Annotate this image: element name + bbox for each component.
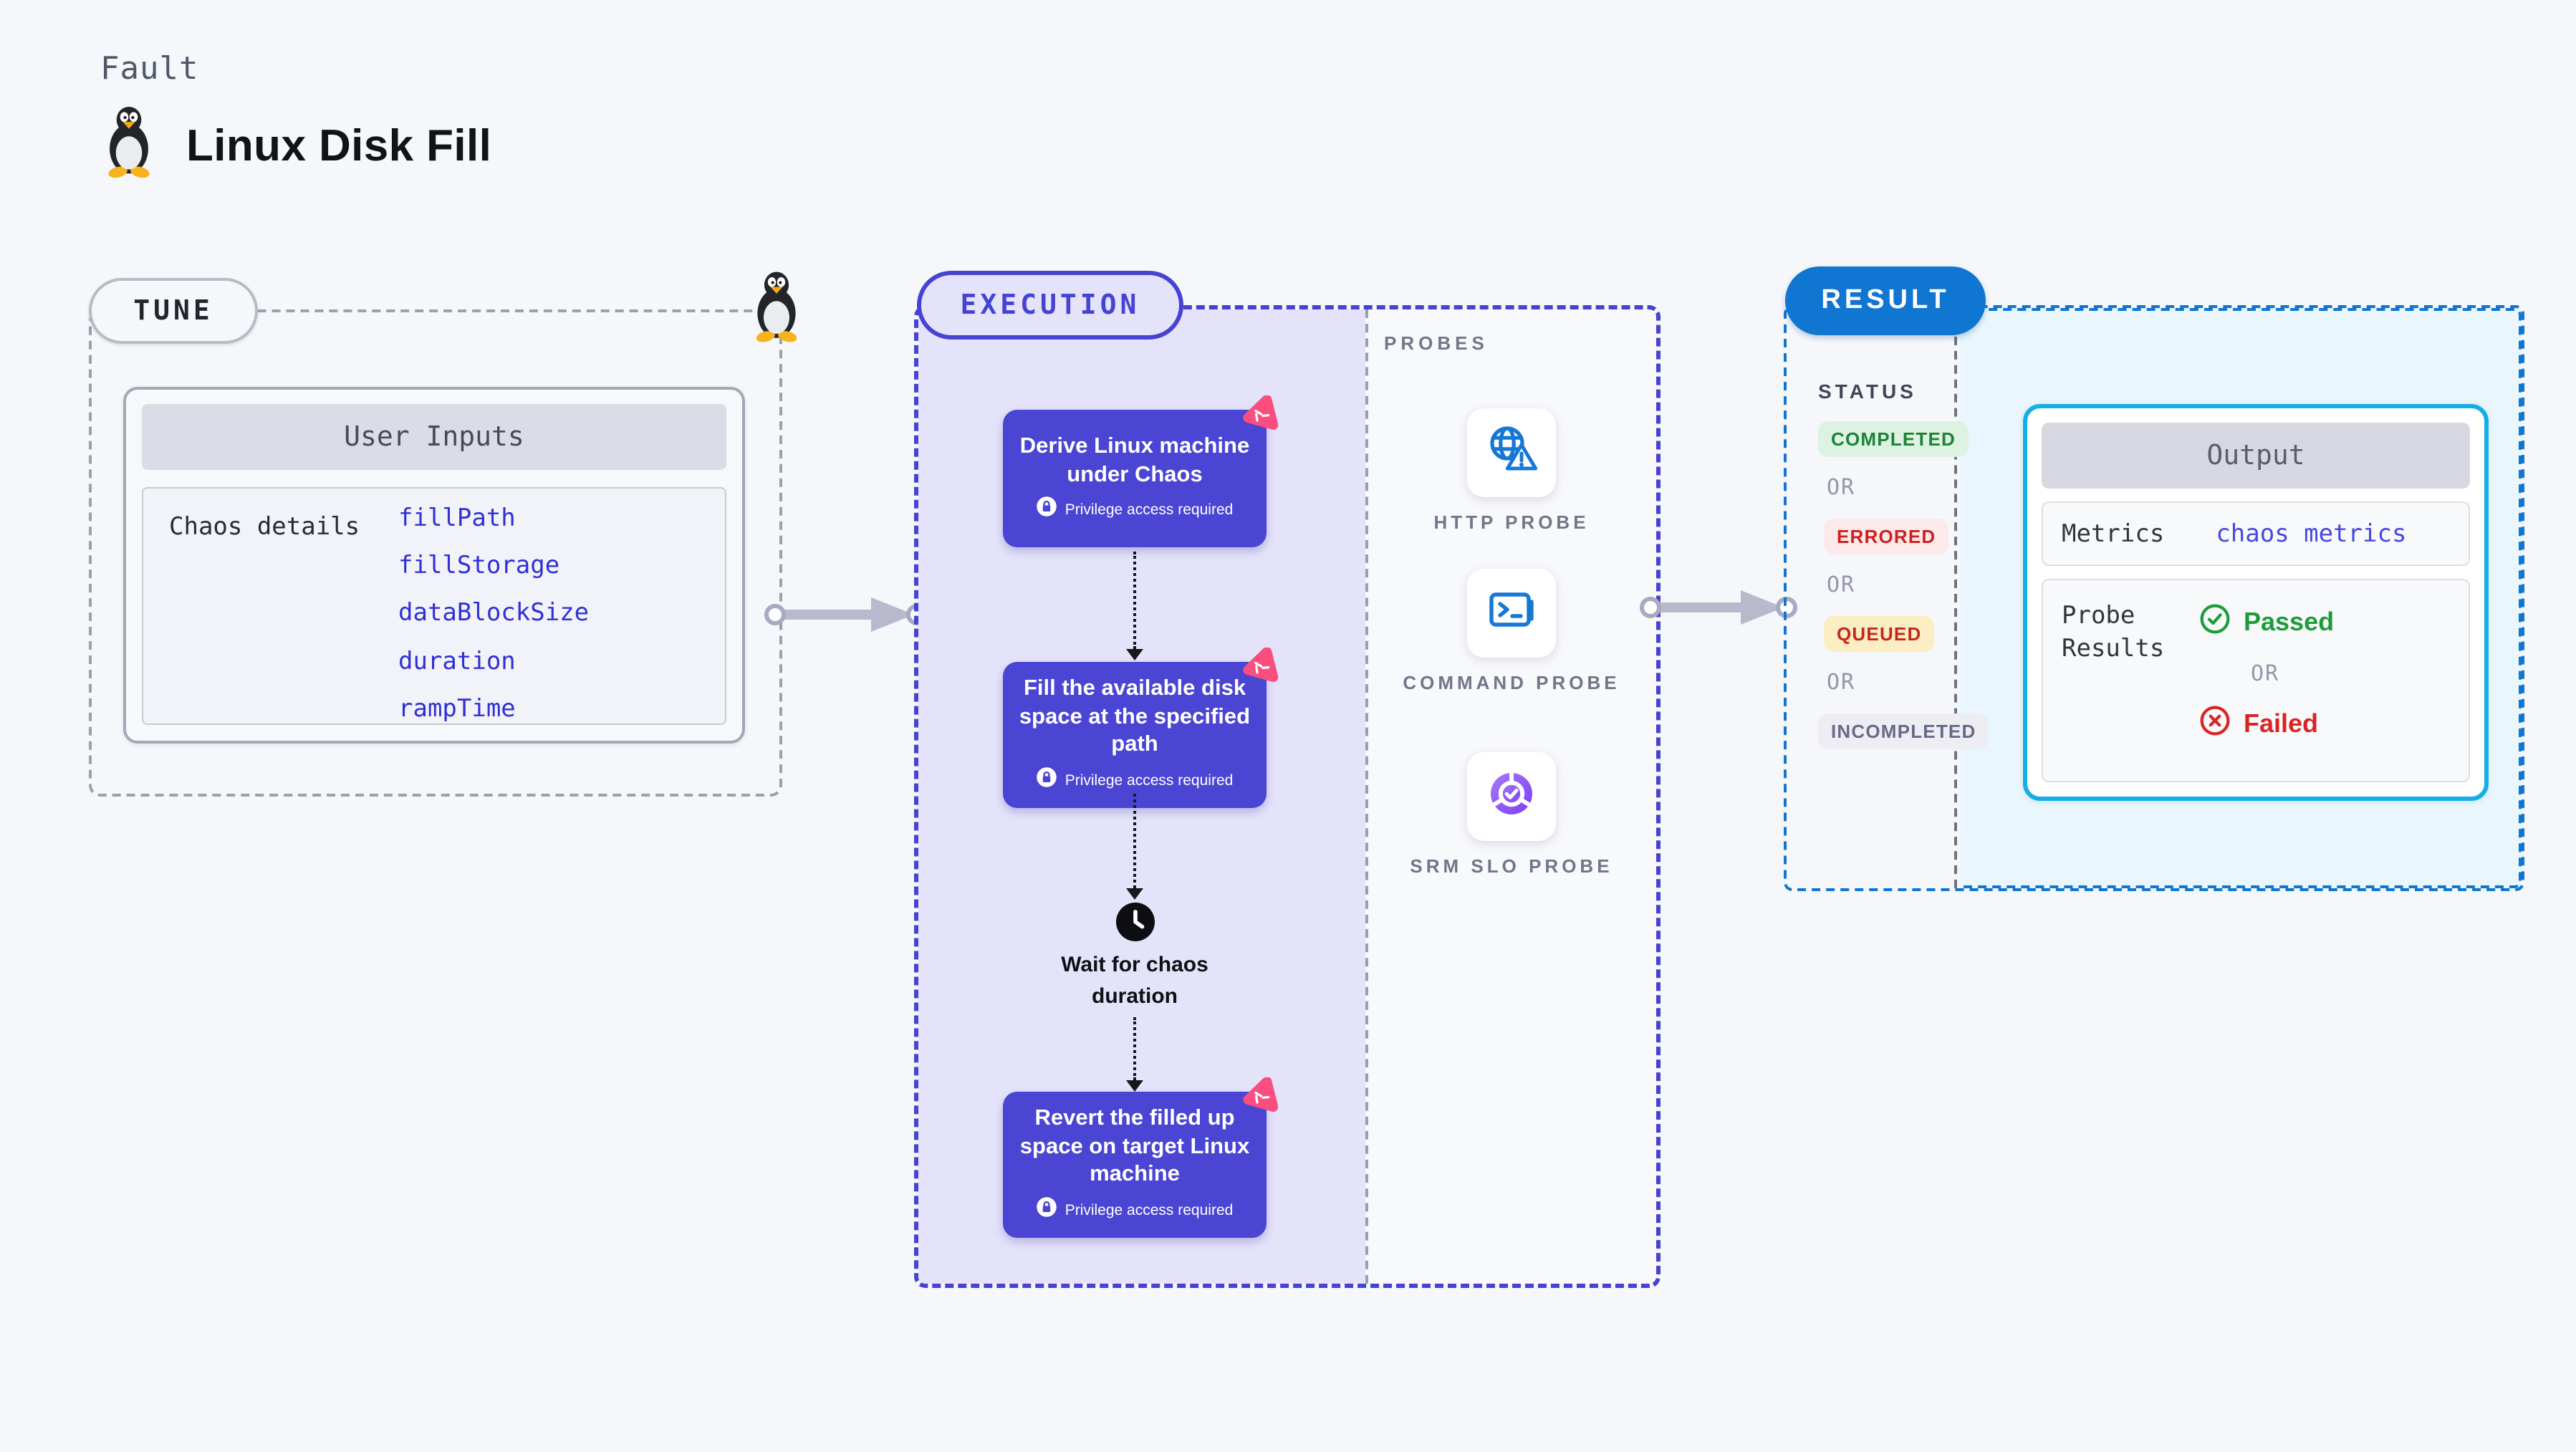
connector-line [1133,552,1136,649]
lock-icon [1037,766,1058,795]
output-header: Output [2042,423,2470,489]
status-column: STATUS COMPLETED OR ERRORED OR QUEUED OR… [1787,308,1989,749]
tune-badge: TUNE [89,278,258,344]
output-card: Output Metrics chaos metrics Probe Resul… [2023,404,2489,801]
failed-line: Failed [2199,705,2334,744]
metrics-row: Metrics chaos metrics [2042,501,2470,566]
probes-label: PROBES [1384,332,1489,354]
privilege-label: Privilege access required [1064,1202,1234,1220]
linux-penguin-icon [100,106,158,185]
arrow-execution-to-result [1638,589,1798,633]
status-badge-incompleted: INCOMPLETED [1818,713,1989,749]
param-link[interactable]: duration [398,647,516,676]
arrow-tune-to-execution [762,596,928,640]
check-circle-icon [2199,603,2231,642]
connector-arrowhead [1125,888,1143,900]
step-revert-space: Revert the filled up space on target Lin… [1003,1076,1279,1239]
http-probe-card [1467,408,1556,497]
x-circle-icon [2199,705,2231,744]
step-title: Fill the available disk space at the spe… [1019,676,1251,757]
lock-icon [1037,496,1058,524]
srm-slo-probe-icon [1483,764,1540,829]
srm-slo-probe-label: SRM SLO PROBE [1410,855,1613,877]
probe-results-label: Probe Results [2062,602,2165,663]
privilege-row: Privilege access required [1037,1196,1234,1225]
passed-line: Passed [2199,603,2334,642]
command-probe-label: COMMAND PROBE [1403,672,1620,693]
user-inputs-header: User Inputs [142,404,726,470]
connector-arrowhead [1125,649,1143,660]
linux-penguin-icon-small [749,269,804,351]
probe-results-row: Probe Results Passed OR [2042,579,2470,782]
param-link[interactable]: fillPath [398,504,516,533]
status-label: STATUS [1818,380,1917,403]
or-separator: OR [2251,660,2280,686]
probe-results-values: Passed OR Failed [2199,600,2334,781]
connector-arrowhead [1125,1080,1143,1092]
command-probe-card [1467,569,1556,658]
execution-badge: EXECUTION [917,271,1183,340]
result-container: STATUS COMPLETED OR ERRORED OR QUEUED OR… [1784,305,2524,891]
user-inputs-body: Chaos details fillPath fillStorage dataB… [142,487,726,725]
step-title: Derive Linux machine under Chaos [1019,433,1250,486]
step-fill-disk: Fill the available disk space at the spe… [1003,646,1279,809]
status-badge-completed: COMPLETED [1818,421,1969,457]
tune-container [89,309,782,797]
chaos-metrics-link[interactable]: chaos metrics [2216,519,2407,548]
chaos-logo-icon [1241,394,1279,434]
wait-duration-label: Wait for chaos duration [1061,953,1208,1009]
result-divider [1954,308,1957,888]
title-row: Linux Disk Fill [100,106,491,185]
connector-line [1133,1017,1136,1080]
or-separator: OR [1827,474,1856,500]
or-separator: OR [1827,572,1856,597]
privilege-row: Privilege access required [1037,496,1234,524]
param-link[interactable]: dataBlockSize [398,599,590,628]
srm-slo-probe-card [1467,752,1556,841]
failed-label: Failed [2244,709,2319,738]
step-title: Revert the filled up space on target Lin… [1019,1106,1250,1187]
privilege-label: Privilege access required [1064,772,1234,790]
param-list: fillPath fillStorage dataBlockSize durat… [398,494,589,734]
chaos-details-label: Chaos details [169,513,360,542]
param-link[interactable]: fillStorage [398,552,560,581]
status-badge-errored: ERRORED [1824,519,1949,554]
metrics-label: Metrics [2062,519,2165,548]
or-separator: OR [1827,669,1856,695]
fault-kicker: Fault [100,52,199,87]
page-title: Linux Disk Fill [186,120,492,170]
user-inputs-card: User Inputs Chaos details fillPath fillS… [123,387,745,744]
chaos-logo-icon [1241,646,1279,686]
command-probe-icon [1483,581,1540,645]
lock-icon [1037,1196,1058,1225]
param-link[interactable]: rampTime [398,695,516,724]
http-probe-label: HTTP PROBE [1433,511,1590,533]
result-badge: RESULT [1785,266,1986,335]
privilege-label: Privilege access required [1064,501,1234,519]
clock-icon [1116,903,1155,948]
status-badge-queued: QUEUED [1824,616,1935,652]
passed-label: Passed [2244,607,2335,636]
http-probe-icon [1483,420,1540,485]
chaos-logo-icon [1241,1076,1279,1116]
privilege-row: Privilege access required [1037,766,1234,795]
execution-container: Derive Linux machine under Chaos Privile… [914,305,1661,1288]
step-derive-machine: Derive Linux machine under Chaos Privile… [1003,394,1279,547]
connector-line [1133,794,1136,888]
